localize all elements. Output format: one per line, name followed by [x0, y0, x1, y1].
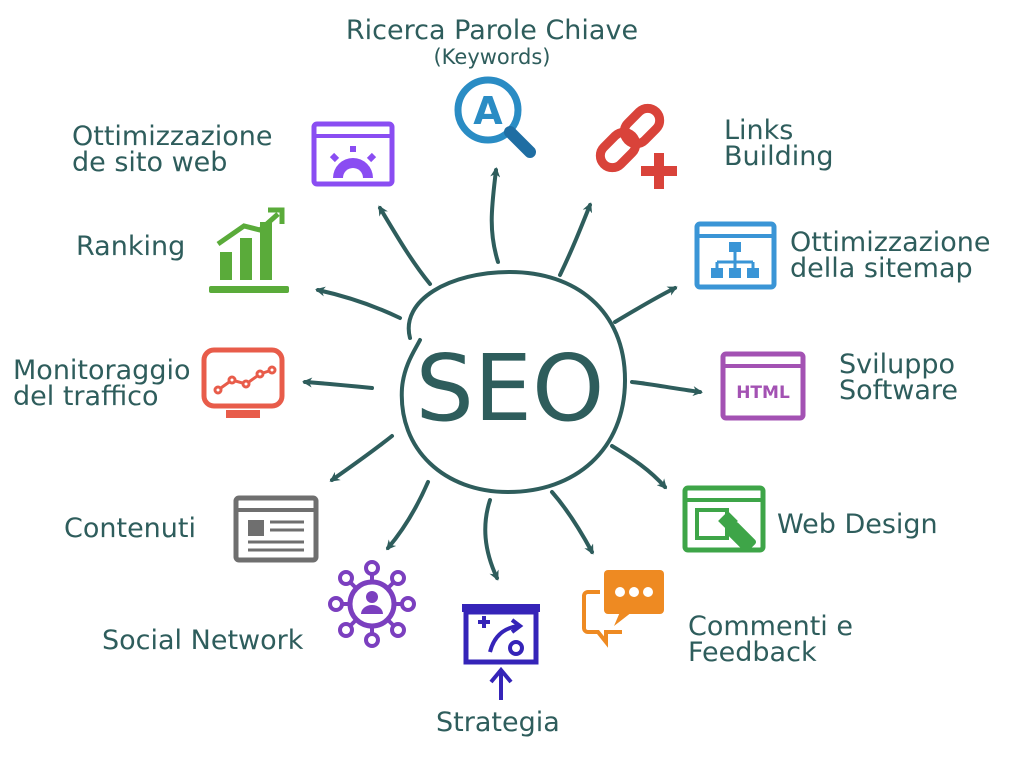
arrow-traffico	[302, 377, 374, 390]
social-network-icon	[328, 560, 416, 648]
label-social: Social Network	[102, 625, 304, 656]
arrow-keywords	[489, 167, 501, 264]
content-document-icon	[233, 495, 319, 563]
label-contenuti-line1: Contenuti	[64, 513, 196, 544]
arrow-links	[558, 202, 593, 277]
label-sito: Ottimizzazione de sito web	[72, 121, 273, 178]
label-strategia-line1: Strategia	[436, 707, 560, 738]
label-traffico-line1: Monitoraggio	[13, 355, 191, 386]
arrow-sitemap	[613, 286, 678, 324]
label-software-line2: Software	[839, 375, 959, 406]
html-window-icon: HTML	[720, 351, 806, 421]
arrow-contenuti	[329, 434, 394, 482]
label-ranking: Ranking	[76, 231, 186, 262]
web-design-brush-icon	[682, 485, 766, 553]
label-feedback-line1: Commenti e	[688, 611, 853, 642]
label-feedback-line2: Feedback	[688, 637, 817, 668]
strategy-board-icon	[462, 604, 540, 700]
label-keywords-subtitle: (Keywords)	[433, 45, 551, 69]
seo-title: SEO	[416, 335, 605, 442]
chain-link-plus-icon	[595, 103, 677, 189]
html-badge-text: HTML	[736, 383, 790, 403]
label-sito-line1: Ottimizzazione	[72, 121, 273, 152]
label-links: Links Building	[724, 115, 834, 172]
bar-chart-icon	[209, 207, 289, 293]
arrows	[302, 167, 703, 581]
label-social-line1: Social Network	[102, 625, 304, 656]
label-feedback: Commenti e Feedback	[688, 611, 853, 668]
label-software-line1: Sviluppo	[839, 349, 956, 380]
label-traffico: Monitoraggio del traffico	[13, 355, 191, 412]
arrow-strategia	[483, 498, 499, 581]
arrow-webdesign	[610, 444, 667, 490]
label-sitemap-line2: della sitemap	[790, 253, 973, 284]
label-sitemap: Ottimizzazione della sitemap	[790, 227, 991, 284]
seo-hub: SEO	[399, 269, 628, 495]
label-strategia: Strategia	[436, 707, 560, 738]
label-software: Sviluppo Software	[839, 349, 959, 406]
label-sitemap-line1: Ottimizzazione	[790, 227, 991, 258]
arrow-ranking	[315, 286, 402, 320]
label-traffico-line2: del traffico	[13, 381, 159, 412]
label-ranking-line1: Ranking	[76, 231, 186, 262]
label-links-line2: Building	[724, 141, 834, 172]
traffic-monitor-icon	[201, 347, 285, 418]
sitemap-icon	[694, 221, 777, 290]
label-links-line1: Links	[724, 115, 794, 146]
magnifier-a-icon: A	[454, 76, 536, 158]
label-sito-line2: de sito web	[72, 147, 228, 178]
arrow-software	[630, 380, 703, 397]
label-webdesign: Web Design	[777, 509, 938, 540]
arrow-sito	[378, 205, 432, 286]
label-webdesign-line1: Web Design	[777, 509, 938, 540]
svg-text:A: A	[473, 89, 503, 133]
label-keywords-title: Ricerca Parole Chiave	[345, 15, 639, 46]
arrow-feedback	[550, 490, 594, 555]
label-keywords: Ricerca Parole Chiave (Keywords)	[312, 15, 672, 70]
arrow-social	[386, 480, 430, 551]
chat-bubbles-icon	[582, 570, 664, 648]
website-gear-icon	[311, 121, 395, 187]
label-contenuti: Contenuti	[64, 513, 196, 544]
